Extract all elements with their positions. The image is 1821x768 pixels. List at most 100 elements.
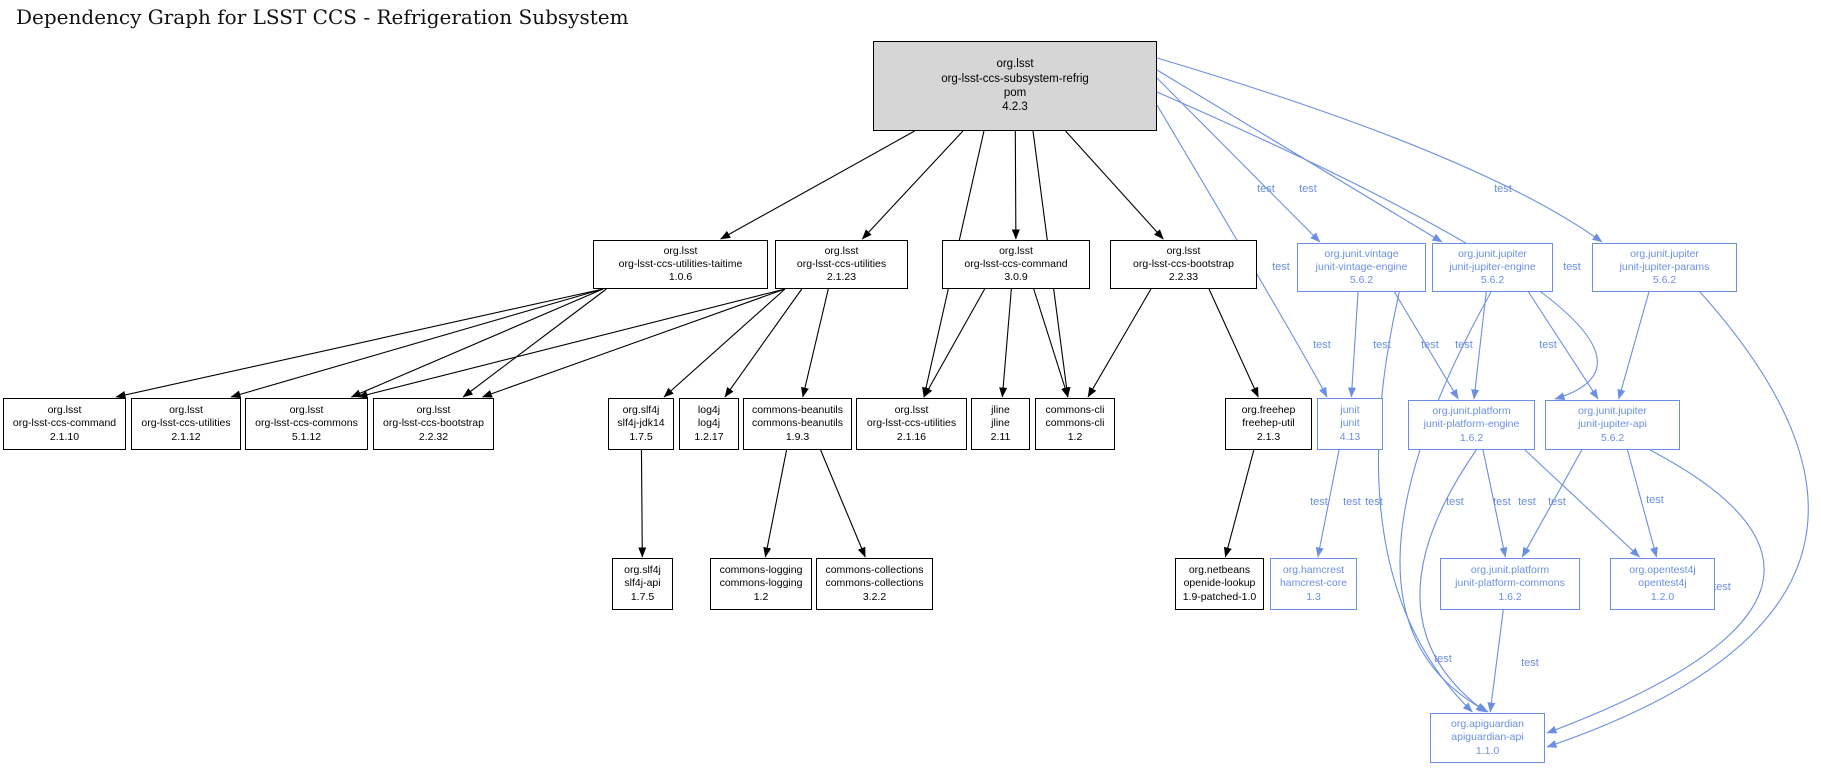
node-text-line: pom [1003,87,1027,99]
node-text-line: 1.2.17 [694,430,724,443]
node-text-line: apiguardian-api [1451,731,1524,744]
edge-pengine-pcommons [1482,449,1508,558]
node-text-line: openide-lookup [1183,577,1256,590]
node-text-line: org.slf4j [624,564,661,577]
node-text-line: org-lsst-ccs-utilities-taitime [618,257,743,270]
node-text-line: commons-beanutils [751,417,844,430]
edge-taitime-util2112 [230,288,604,399]
node-text-line: org-lsst-ccs-utilities [796,257,887,270]
node-text-line: 2.1.3 [1256,430,1281,443]
edge-pengine-apiguardian [1419,449,1486,713]
node-text-line: org-lsst-ccs-utilities [141,417,231,430]
node-text-line: 2.1.10 [49,430,80,443]
edge-util23-beanutils [801,288,829,398]
node-text-line: org.lsst [894,404,929,417]
edge-label-test: test [1434,653,1452,665]
node-text-line: org.lsst [824,244,859,257]
node-text-line: 2.1.23 [826,271,857,284]
node-text-line: org.lsst [289,404,324,417]
node-text-line: org-lsst-ccs-bootstrap [1133,257,1234,270]
edge-slf4jjdk-slf4japi [638,449,647,558]
edge-label-test: test [1272,261,1290,273]
node-text-line: junit [1340,417,1360,430]
node-text-line: commons-logging [719,577,803,590]
node-text-line: org.apiguardian [1451,718,1524,731]
node-text-line: 1.9.3 [785,430,810,443]
node-text-line: 1.1.0 [1475,744,1500,757]
node-text-line: 1.7.5 [629,430,653,443]
node-text-line: org-lsst-ccs-bootstrap [383,417,484,430]
node-text-line: org-lsst-ccs-command [964,257,1068,270]
node-text-line: org.lsst [1166,244,1201,257]
edge-beanutils-clogging [763,449,788,558]
edge-label-test: test [1539,339,1557,351]
node-text-line: 1.2 [753,590,769,603]
node-text-line: org.lsst [996,58,1034,71]
node-text-line: junit-vintage-engine [1315,260,1408,273]
node-text-line: org-lsst-ccs-command [12,417,117,430]
node-text-line: 5.6.2 [1652,274,1677,287]
node-text-line: org.junit.platform [1432,405,1511,418]
node-text-line: org.lsst [416,404,451,417]
node-text-line: org.freehep [1241,404,1296,417]
edge-label-test: test [1548,496,1566,508]
edge-util23-boot2232 [481,288,786,398]
edge-freehep-openide [1223,449,1255,558]
node-text-line: org.hamcrest [1282,564,1345,577]
edge-pengine-otest4j [1524,449,1640,558]
edge-root-jparams [1156,57,1603,243]
node-text-line: opentest4j [1638,577,1687,590]
node-text-line: 1.3 [1306,590,1321,603]
edge-root-util23 [861,130,964,240]
edge-jparams-japi [1617,291,1650,400]
edge-beanutils-ccollections [820,449,866,558]
node-text-line: org.opentest4j [1629,564,1696,577]
edge-japi-pcommons [1521,449,1583,558]
edge-label-test: test [1494,183,1512,195]
node-text-line: jline [991,404,1010,417]
edge-label-test: test [1646,494,1664,506]
edge-root-boot233 [1065,130,1164,240]
node-text-line: org.lsst [663,244,698,257]
edge-label-test: test [1493,496,1511,508]
node-text-line: org-lsst-ccs-commons [255,417,358,430]
node-text-line: 1.6.2 [1459,431,1484,444]
node-text-line: junit-platform-commons [1455,577,1565,590]
node-text-line: commons-cli [1045,417,1105,430]
node-text-line: 5.6.2 [1349,274,1374,287]
node-text-line: 5.1.12 [291,430,322,443]
node-text-line: 1.0.6 [668,271,693,284]
edge-label-test: test [1421,339,1439,351]
edge-root-cmd309 [1011,130,1020,240]
edge-label-test: test [1257,183,1275,195]
edge-root-junit413 [1156,104,1328,398]
edge-jengine-pengine [1471,291,1487,400]
node-text-line: 2.1.12 [171,430,201,443]
edge-cmd309-jline [999,288,1012,398]
edge-label-test: test [1713,581,1731,593]
edge-root-vintage [1156,77,1321,243]
node-text-line: 5.6.2 [1480,274,1505,287]
edge-junit413-hamcrest [1315,449,1340,558]
node-text-line: log4j [697,404,721,417]
node-text-line: 2.2.32 [418,430,449,443]
node-text-line: junit-jupiter-params [1619,260,1710,273]
edge-util23-commons5112 [357,288,786,399]
node-text-line: 3.2.2 [862,590,887,603]
node-text-line: junit-platform-engine [1423,418,1520,431]
